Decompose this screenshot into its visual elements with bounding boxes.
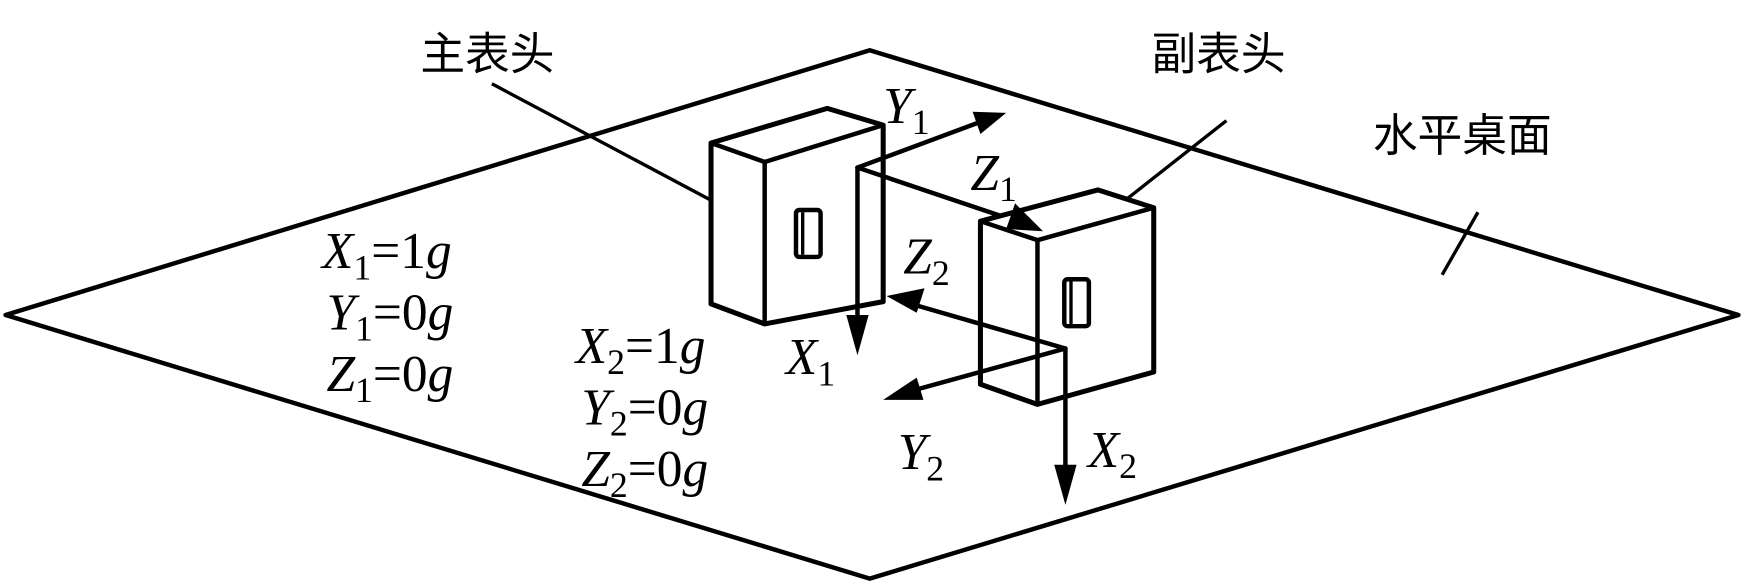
sub-head-label: 副表头 (1151, 28, 1285, 80)
x1-arrowhead (846, 315, 869, 356)
reading-y2: Y2=0g (581, 380, 708, 444)
axis-label-y2: Y2 (898, 424, 944, 488)
reading-z2: Z2=0g (581, 441, 708, 505)
box2-readings: X2=1g Y2=0g Z2=0g (574, 318, 708, 505)
axis-label-z1: Z1 (970, 145, 1016, 209)
y1-arrowhead (972, 111, 1007, 135)
main-head-leader (491, 82, 739, 216)
reading-y1: Y1=0g (326, 285, 453, 349)
box1-readings: X1=1g Y1=0g Z1=0g (320, 223, 453, 410)
reading-x1: X1=1g (320, 223, 452, 287)
axis-label-x2: X2 (1086, 422, 1137, 486)
table-surface-label: 水平桌面 (1373, 110, 1552, 162)
sub-head-leader (1114, 119, 1228, 210)
axis-label-z2: Z2 (903, 229, 949, 293)
main-head-label: 主表头 (420, 28, 554, 80)
sub-head-box (977, 187, 1157, 407)
reading-z1: Z1=0g (326, 346, 453, 410)
box1-axes (846, 111, 1026, 356)
table-surface (3, 48, 1741, 581)
main-head-box (708, 105, 886, 327)
x2-arrowhead (1054, 464, 1077, 505)
box2-axes (883, 288, 1077, 505)
axis-label-x1: X1 (784, 329, 835, 393)
z1-arrowhead (1006, 203, 1044, 232)
table-surface-leader (1440, 211, 1480, 276)
y2-arrowhead (883, 377, 924, 400)
axis-label-y1: Y1 (883, 78, 929, 142)
sensor-chip-icon (793, 207, 823, 260)
sensor-chip-icon (1062, 277, 1092, 329)
z2-arrowhead (886, 288, 925, 313)
reading-x2: X2=1g (574, 318, 706, 382)
